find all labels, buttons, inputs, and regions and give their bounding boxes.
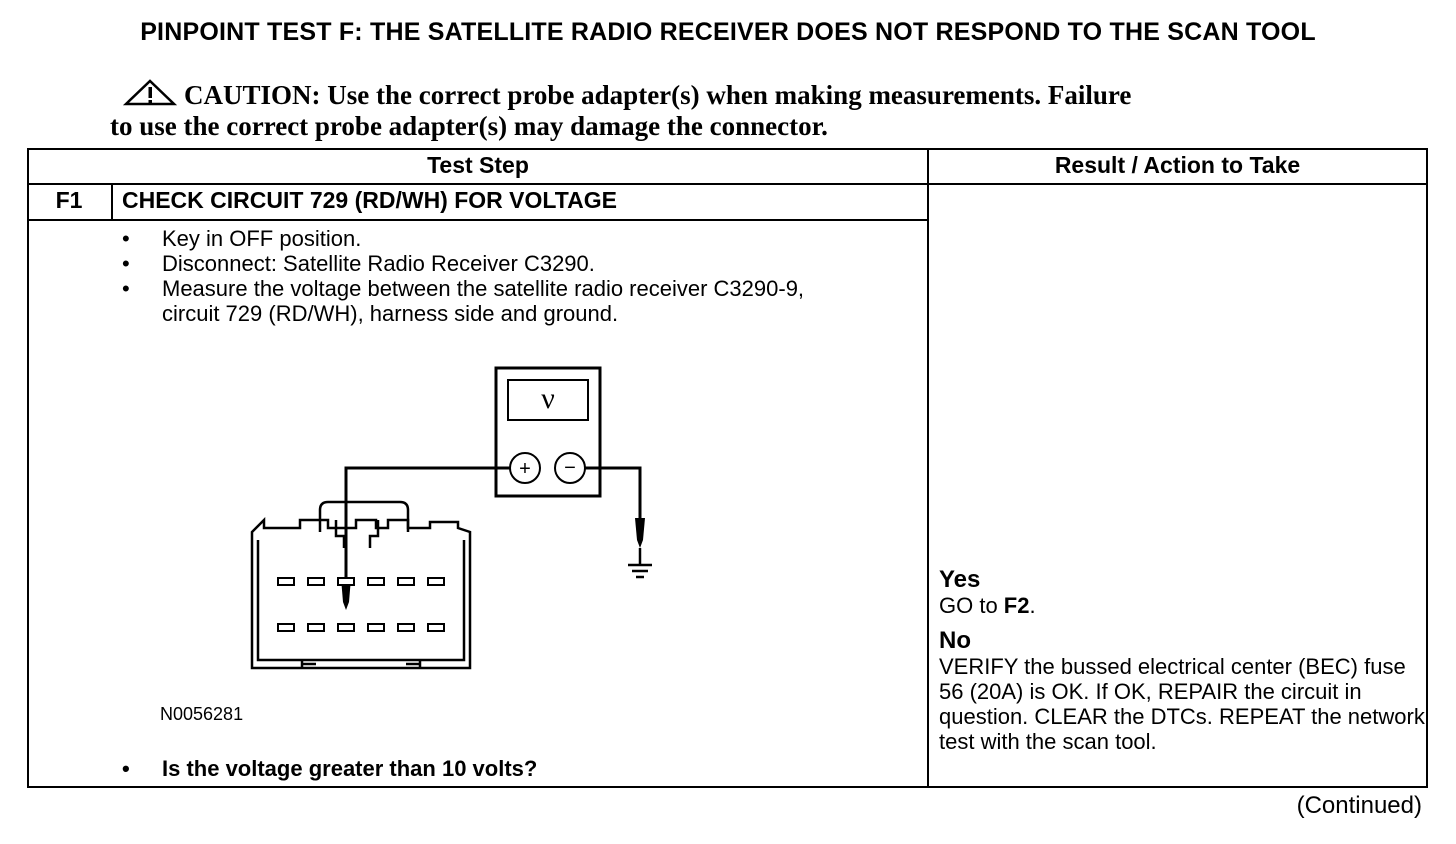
meter-minus-terminal: − xyxy=(564,457,576,479)
caution-note: CAUTION: Use the correct probe adapter(s… xyxy=(110,78,1360,142)
step-question: •Is the voltage greater than 10 volts? xyxy=(122,756,538,781)
list-item: •Key in OFF position. xyxy=(122,226,362,251)
step-id: F1 xyxy=(55,187,83,213)
voltmeter-connector-diagram: ν + − xyxy=(250,366,652,670)
figure-id: N0056281 xyxy=(160,704,244,724)
step-title: CHECK CIRCUIT 729 (RD/WH) FOR VOLTAGE xyxy=(122,187,617,213)
step-instructions: •Key in OFF position. •Disconnect: Satel… xyxy=(120,226,920,326)
list-item: •Disconnect: Satellite Radio Receiver C3… xyxy=(122,251,595,276)
test-step-table xyxy=(27,148,1428,788)
continued-label: (Continued) xyxy=(1296,792,1422,819)
caution-line-1: CAUTION: Use the correct probe adapter(s… xyxy=(184,80,1132,110)
warning-triangle-icon xyxy=(122,79,178,106)
caution-line-2: to use the correct probe adapter(s) may … xyxy=(110,111,828,141)
connector-c3290-icon xyxy=(250,500,472,670)
no-label: No xyxy=(939,627,971,654)
yes-label: Yes xyxy=(939,566,981,593)
yes-action: GO to F2. xyxy=(939,593,1036,618)
no-action: VERIFY the bussed electrical center (BEC… xyxy=(939,654,1425,754)
result-action: Yes GO to F2. No VERIFY the bussed elect… xyxy=(939,566,1427,755)
header-test-step: Test Step xyxy=(427,152,529,178)
connector-pins xyxy=(277,577,445,632)
meter-symbol: ν xyxy=(541,382,555,415)
page-title: PINPOINT TEST F: THE SATELLITE RADIO REC… xyxy=(140,18,1316,46)
list-item: •Measure the voltage between the satelli… xyxy=(122,276,805,326)
meter-plus-terminal: + xyxy=(519,458,531,480)
header-result-action: Result / Action to Take xyxy=(1054,152,1301,178)
